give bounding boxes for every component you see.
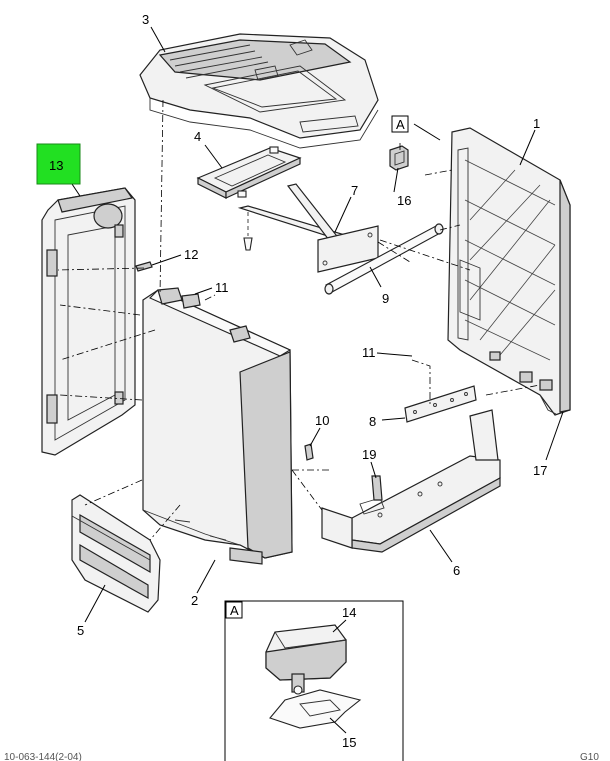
callout-14: 14 [342, 605, 356, 620]
part-4-bracket[interactable] [196, 146, 302, 199]
part-7-strut[interactable] [237, 183, 379, 273]
part-10-screw[interactable] [304, 443, 314, 461]
view-a-label: A [396, 117, 405, 132]
part-3-top-cover[interactable] [139, 33, 379, 149]
callout-11-upper: 11 [215, 280, 229, 295]
part-16-clip[interactable] [389, 145, 409, 171]
part-19-bolt[interactable] [371, 475, 383, 501]
callout-9: 9 [382, 291, 389, 306]
callout-6: 6 [453, 563, 460, 578]
callout-5: 5 [77, 623, 84, 638]
inset-a-label: A [230, 603, 239, 618]
view-a-flag: A [391, 115, 409, 133]
part-8-plate[interactable] [404, 385, 477, 423]
callout-2: 2 [191, 593, 198, 608]
part-14-handle[interactable] [265, 624, 347, 695]
callout-19: 19 [362, 447, 376, 462]
callout-13: 13 [49, 158, 63, 173]
callout-16: 16 [397, 193, 411, 208]
part-15-gasket[interactable] [269, 689, 362, 729]
part-12-pin[interactable] [135, 261, 153, 272]
part-6-base-tray[interactable] [321, 409, 501, 553]
callout-3: 3 [142, 12, 149, 27]
callout-8: 8 [369, 414, 376, 429]
callout-7: 7 [351, 183, 358, 198]
part-5-lower-bezel[interactable] [71, 494, 161, 613]
footer-left-code: 10-063-144(2-04) [4, 752, 82, 761]
callout-12: 12 [184, 247, 198, 262]
callout-15: 15 [342, 735, 356, 750]
callout-11-lower: 11 [362, 345, 376, 360]
leader-lines [67, 26, 564, 623]
part-9-rod[interactable] [324, 223, 444, 295]
highlight-13-box [36, 143, 81, 185]
phantom-lines [57, 99, 541, 541]
callout-4: 4 [194, 129, 201, 144]
footer-right-code: G10 [580, 752, 599, 761]
screw-under-4[interactable] [243, 212, 253, 251]
part-2-main-panel[interactable] [142, 287, 293, 565]
callout-1: 1 [533, 116, 540, 131]
part-1-back-panel[interactable] [447, 127, 571, 416]
callout-10: 10 [315, 413, 329, 428]
part-13-side-panel[interactable] [41, 187, 136, 456]
detail-view-a: A 14 15 [224, 600, 404, 761]
callout-17: 17 [533, 463, 547, 478]
callout-labels: 3 4 7 9 1 16 12 11 11 8 10 19 6 17 2 5 1… [49, 12, 547, 638]
